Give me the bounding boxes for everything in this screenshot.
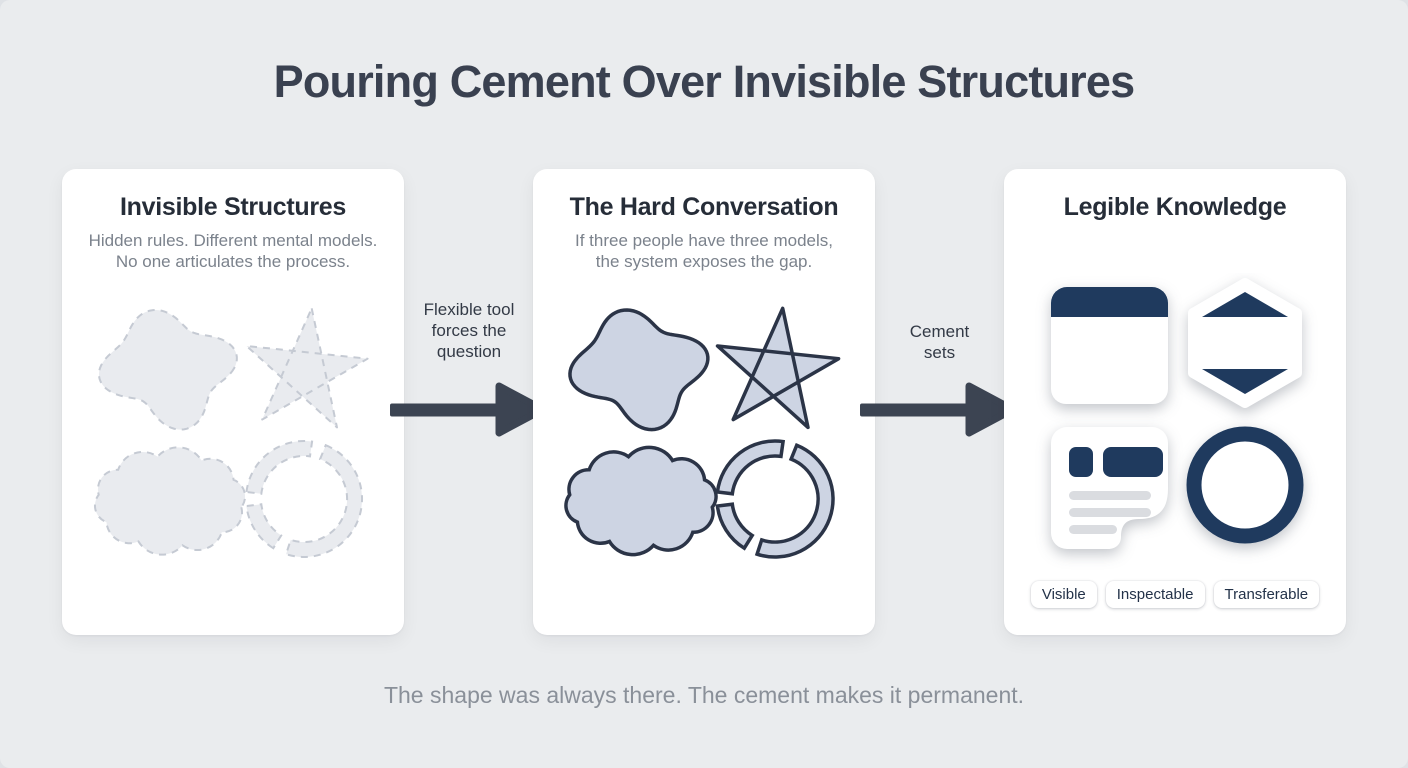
panel-subtitle: Hidden rules. Different mental models. N…	[88, 231, 378, 271]
dashed-star	[245, 307, 369, 429]
page-title: Pouring Cement Over Invisible Structures	[273, 56, 1136, 107]
invisible-shapes-canvas	[94, 307, 369, 559]
dashed-cloud	[94, 446, 246, 556]
panel-legible-knowledge: Legible Knowledge Visible Inspectable Tr…	[1004, 169, 1346, 635]
badge-transferable: Transferable	[1213, 581, 1320, 608]
outlined-broken-ring	[715, 439, 786, 496]
outlined-cloud	[564, 445, 718, 557]
badge-row: Visible Inspectable Transferable	[1004, 581, 1346, 608]
window-card	[1051, 287, 1168, 404]
panel-invisible-structures: Invisible Structures Hidden rules. Diffe…	[62, 169, 404, 635]
footer-caption: The shape was always there. The cement m…	[383, 682, 1025, 708]
badge-inspectable: Inspectable	[1105, 581, 1205, 608]
panel-title: Invisible Structures	[119, 193, 347, 221]
document-card	[1051, 427, 1168, 549]
panel-subtitle: If three people have three models, the s…	[575, 231, 833, 271]
badge-visible: Visible	[1030, 581, 1097, 608]
arrow-label-cement-sets: Cement sets	[909, 322, 970, 362]
hexagon-badge	[1188, 278, 1302, 408]
panel-hard-conversation: The Hard Conversation If three people ha…	[533, 169, 875, 635]
dashed-broken-ring	[245, 503, 283, 550]
dashed-broken-ring	[284, 443, 364, 559]
outlined-broken-ring	[715, 502, 755, 551]
dashed-broken-ring	[245, 440, 314, 495]
outlined-blob	[568, 308, 710, 432]
ring	[1186, 426, 1304, 544]
panel-title: Legible Knowledge	[1063, 193, 1287, 221]
outlined-star	[715, 306, 841, 430]
arrow-label-flexible-tool: Flexible tool forces the question	[423, 300, 515, 361]
dashed-blob	[97, 308, 238, 431]
outlined-broken-ring	[754, 442, 835, 559]
arrow-right-icon	[860, 382, 1017, 437]
arrow-right-icon	[390, 382, 547, 437]
legible-shapes-canvas	[1051, 278, 1304, 549]
conversation-shapes-canvas	[564, 306, 841, 559]
panel-title: The Hard Conversation	[569, 193, 839, 221]
